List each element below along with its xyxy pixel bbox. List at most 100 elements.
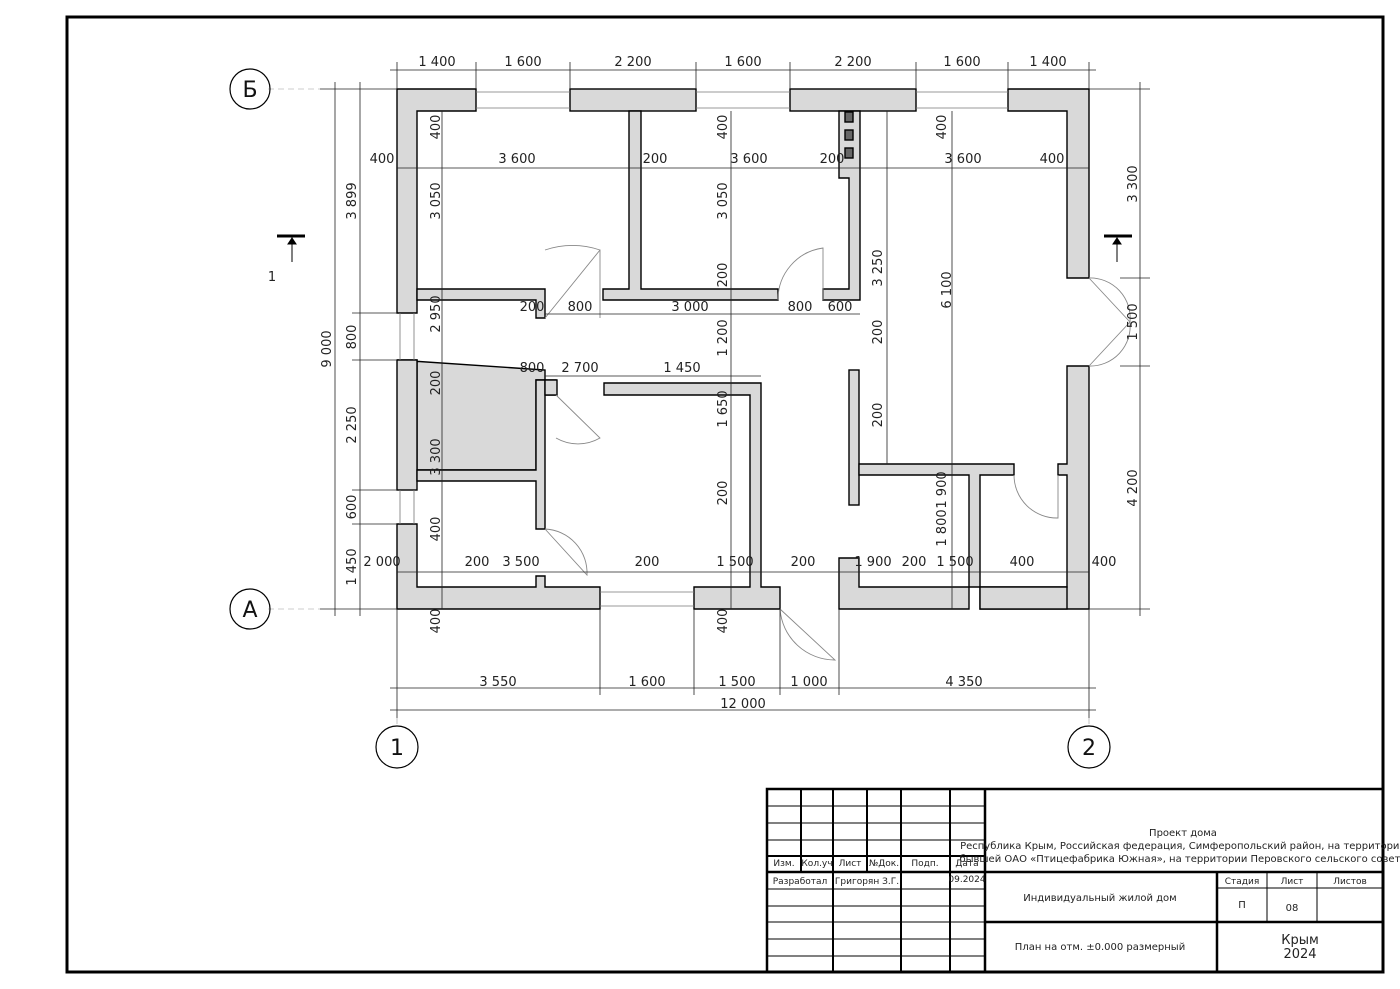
inner-dim-23: 800 (520, 361, 545, 376)
tb-sheets-label: Листов (1333, 877, 1367, 887)
inner-dim-26: 1 200 (716, 319, 731, 356)
inner-dim-47: 400 (716, 609, 731, 634)
dimension-lines (320, 62, 1150, 718)
tb-header-izm: Изм. (773, 859, 794, 869)
inner-dim-15: 3 000 (671, 300, 708, 315)
inner-dim-28: 1 650 (716, 390, 731, 427)
inner-dim-29: 200 (871, 403, 886, 428)
tb-header-podp: Подп. (911, 859, 938, 869)
tb-drawing-name: План на отм. ±0.000 размерный (1015, 942, 1185, 953)
inner-dim-36: 200 (465, 555, 490, 570)
inner-dim-38: 200 (635, 555, 660, 570)
inner-dim-11: 3 050 (716, 182, 731, 219)
dim-left-total: 9 000 (320, 330, 335, 367)
dim-top-6: 1 600 (943, 55, 980, 70)
tb-header-koluch: Кол.уч (801, 859, 832, 869)
section-mark-left (277, 234, 305, 262)
tb-header-list: Лист (839, 859, 862, 869)
dim-right-2: 1 500 (1126, 303, 1141, 340)
dim-top-1: 1 400 (418, 55, 455, 70)
tb-sheet: 08 (1286, 903, 1299, 914)
inner-dim-13: 200 (716, 263, 731, 288)
tb-date: 09.2024 (948, 875, 985, 885)
inner-dim-17: 600 (828, 300, 853, 315)
tb-year: 2024 (1283, 947, 1316, 962)
inner-dim-45: 400 (1092, 555, 1117, 570)
inner-dim-33: 1 800 (935, 509, 950, 546)
dim-top-3: 2 200 (614, 55, 651, 70)
windows (399, 91, 1008, 607)
tb-sheet-label: Лист (1281, 877, 1304, 887)
bottom-dimensions: 3 550 1 600 1 500 1 000 4 350 12 000 (479, 675, 982, 712)
sheet-frame (65, 15, 1385, 974)
axis-markers (229, 68, 1111, 769)
dim-bottom-4: 1 000 (790, 675, 827, 690)
inner-dim-12: 400 (935, 115, 950, 140)
inner-dim-37: 3 500 (502, 555, 539, 570)
dim-top-4: 1 600 (724, 55, 761, 70)
inner-dim-21: 2 950 (429, 295, 444, 332)
dim-left-1: 3 899 (345, 182, 360, 219)
tb-project-line3: бывшей ОАО «Птицефабрика Южная», на терр… (959, 854, 1400, 865)
axis-label-a: А (242, 598, 257, 623)
inner-dim-40: 200 (791, 555, 816, 570)
inner-dim-27: 200 (871, 320, 886, 345)
axis-label-2: 2 (1082, 736, 1096, 761)
inner-dim-3: 200 (643, 152, 668, 167)
inner-dim-9: 3 050 (429, 182, 444, 219)
doors (544, 244, 1131, 661)
inner-dim-39: 1 500 (716, 555, 753, 570)
tb-project-line2: Республика Крым, Российская федерация, С… (960, 841, 1400, 852)
tb-developer-role: Разработал (773, 877, 828, 887)
walls (396, 88, 1090, 610)
tb-header-ndoc: №Док. (869, 859, 899, 869)
tb-object-name: Индивидуальный жилой дом (1023, 893, 1176, 904)
left-dimensions: 9 000 3 899 800 2 250 600 1 450 (320, 182, 360, 585)
dim-left-4: 600 (345, 495, 360, 520)
inner-dim-41: 1 900 (854, 555, 891, 570)
inner-dim-10: 400 (716, 115, 731, 140)
axis-label-b: Б (242, 78, 257, 103)
inner-dim-4: 3 600 (730, 152, 767, 167)
inner-dim-8: 400 (429, 115, 444, 140)
section-mark-label: 1 (268, 270, 276, 285)
dim-left-3: 2 250 (345, 406, 360, 443)
right-dimensions: 3 300 1 500 4 200 (1126, 165, 1141, 506)
dim-bottom-1: 3 550 (479, 675, 516, 690)
dim-left-5: 1 450 (345, 548, 360, 585)
inner-dim-46: 400 (429, 609, 444, 634)
inner-dim-30: 3 300 (429, 438, 444, 475)
section-mark-right (1104, 234, 1132, 262)
dim-top-2: 1 600 (504, 55, 541, 70)
inner-dim-34: 400 (429, 517, 444, 542)
dim-bottom-total: 12 000 (720, 697, 766, 712)
inner-dim-22: 200 (429, 371, 444, 396)
inner-dim-1: 400 (370, 152, 395, 167)
dim-bottom-2: 1 600 (628, 675, 665, 690)
inner-dim-18: 3 250 (871, 249, 886, 286)
inner-dim-32: 1 900 (935, 471, 950, 508)
inner-dim-6: 3 600 (944, 152, 981, 167)
inner-dim-25: 1 450 (663, 361, 700, 376)
tb-header-data: Дата (955, 859, 978, 869)
tb-stage-label: Стадия (1225, 877, 1260, 887)
dim-left-2: 800 (345, 325, 360, 350)
tb-place: Крым (1281, 933, 1319, 948)
inner-dim-20: 200 (520, 300, 545, 315)
inner-dim-31: 200 (716, 481, 731, 506)
inner-dim-44: 400 (1010, 555, 1035, 570)
inner-dim-35: 2 000 (363, 555, 400, 570)
tb-project-line1: Проект дома (1149, 828, 1217, 839)
dim-top-5: 2 200 (834, 55, 871, 70)
dim-bottom-3: 1 500 (718, 675, 755, 690)
inner-dim-14: 800 (568, 300, 593, 315)
inner-dim-5: 200 (820, 152, 845, 167)
inner-dim-7: 400 (1040, 152, 1065, 167)
axis-lines (268, 88, 1090, 726)
inner-dim-16: 800 (788, 300, 813, 315)
inner-dim-42: 200 (902, 555, 927, 570)
dim-right-1: 3 300 (1126, 165, 1141, 202)
inner-dim-19: 6 100 (940, 271, 955, 308)
